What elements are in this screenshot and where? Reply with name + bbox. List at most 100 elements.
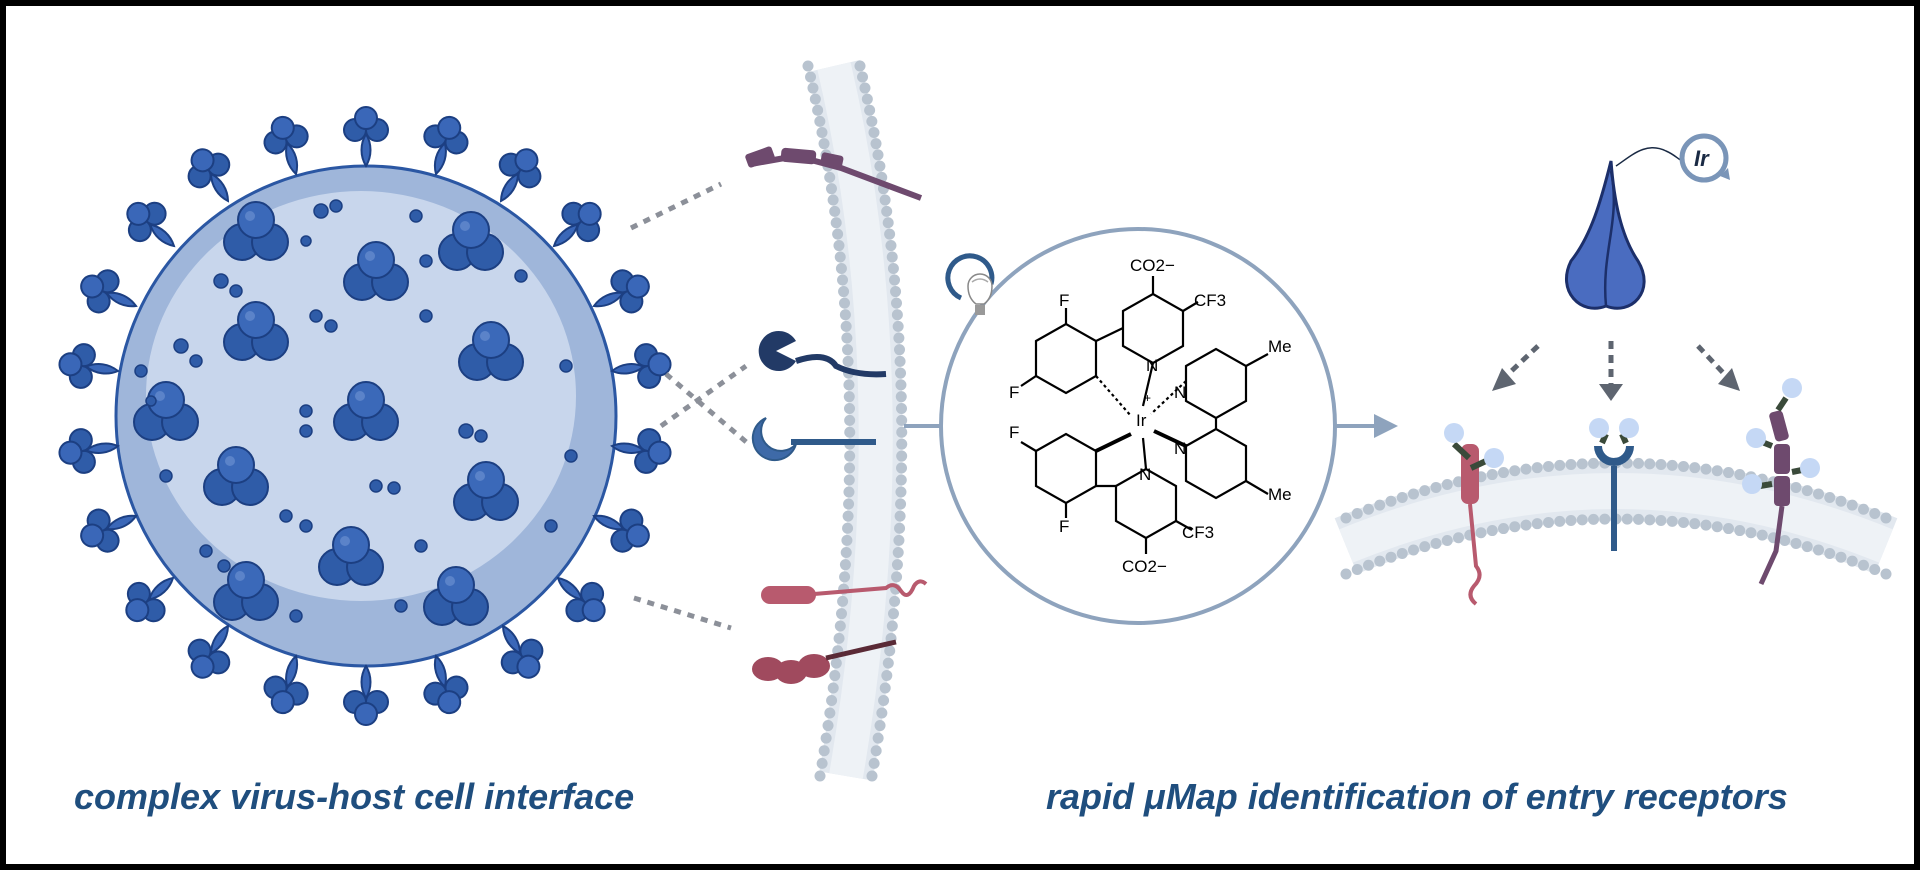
charge-label: + bbox=[1144, 391, 1151, 405]
lipid-head bbox=[837, 595, 849, 607]
lipid-head bbox=[1509, 521, 1521, 533]
lipid-head bbox=[1880, 512, 1892, 524]
lipid-head bbox=[896, 403, 907, 414]
lipid-head bbox=[872, 149, 884, 161]
lipid-head bbox=[888, 608, 900, 620]
lipid-head bbox=[889, 595, 901, 607]
lipid-head bbox=[895, 379, 907, 391]
lipid-head bbox=[1869, 508, 1881, 520]
lipid-head bbox=[890, 286, 902, 298]
lipid-head bbox=[870, 745, 882, 757]
figure-panel: Ir + CO2− CF3 F F F F N N N N Me Me CF3 … bbox=[6, 6, 1914, 864]
cf3-bottom-label: CF3 bbox=[1182, 523, 1214, 542]
lipid-head bbox=[840, 320, 852, 332]
lipid-head bbox=[1835, 551, 1847, 563]
lipid-head bbox=[1801, 541, 1813, 553]
lipid-head bbox=[1711, 465, 1723, 477]
lipid-head bbox=[1486, 469, 1498, 481]
lipid-head bbox=[841, 332, 853, 344]
lipid-head bbox=[879, 682, 891, 694]
lipid-head bbox=[886, 620, 898, 632]
lipid-head bbox=[833, 240, 845, 252]
lipid-head bbox=[878, 695, 890, 706]
lipid-head bbox=[835, 263, 847, 274]
labeled-receptor-pink bbox=[1444, 423, 1504, 606]
lipid-head bbox=[894, 344, 906, 356]
lipid-head bbox=[1554, 515, 1566, 527]
lipid-head bbox=[1475, 527, 1487, 539]
fluoro-label-3: F bbox=[1009, 423, 1019, 442]
lipid-head bbox=[1441, 478, 1453, 490]
lipid-head bbox=[843, 486, 855, 498]
lipid-head bbox=[894, 355, 906, 367]
lipid-head bbox=[1621, 513, 1633, 525]
lipid-head bbox=[886, 251, 898, 263]
iridium-complex-structure bbox=[1020, 276, 1269, 554]
lipid-head bbox=[874, 720, 886, 732]
lipid-head bbox=[1374, 555, 1386, 567]
lipid-head bbox=[830, 657, 842, 669]
lipid-head bbox=[844, 426, 856, 438]
lipid-head bbox=[816, 757, 828, 769]
lipid-head bbox=[885, 240, 897, 252]
lipid-head bbox=[854, 60, 866, 72]
lipid-head bbox=[894, 522, 906, 534]
lipid-head bbox=[1700, 519, 1712, 531]
lipid-head bbox=[1633, 513, 1644, 525]
lipid-head bbox=[1846, 499, 1858, 511]
lipid-head bbox=[824, 171, 836, 183]
lipid-head bbox=[1846, 555, 1858, 567]
lipid-head bbox=[1554, 459, 1566, 471]
lipid-head bbox=[881, 670, 893, 682]
lipid-head bbox=[826, 695, 838, 706]
lipid-head bbox=[891, 571, 903, 583]
lipid-head bbox=[1531, 518, 1543, 530]
lipid-head bbox=[814, 115, 826, 127]
lipid-head bbox=[896, 438, 908, 450]
fluoro-label-4: F bbox=[1059, 517, 1069, 536]
lipid-head bbox=[1678, 516, 1689, 528]
lipid-head bbox=[844, 414, 856, 426]
lipid-head bbox=[859, 82, 871, 94]
lipid-head bbox=[827, 194, 839, 206]
lipid-head bbox=[866, 115, 878, 127]
methyl-label-2: Me bbox=[1268, 485, 1292, 504]
lipid-head bbox=[1543, 460, 1554, 472]
lipid-head bbox=[895, 367, 907, 379]
lipid-head bbox=[1363, 559, 1374, 571]
lipid-head bbox=[1824, 491, 1836, 503]
virus-particle bbox=[55, 106, 675, 726]
lipid-head bbox=[842, 344, 854, 356]
lipid-head bbox=[1700, 463, 1712, 475]
lipid-head bbox=[1419, 541, 1431, 553]
lipid-head bbox=[844, 403, 855, 414]
lipid-head bbox=[868, 127, 880, 138]
lipid-head bbox=[861, 93, 873, 105]
lipid-head bbox=[1576, 514, 1588, 526]
labeled-receptor-blue bbox=[1589, 418, 1639, 551]
figure-canvas: Ir + CO2− CF3 F F F F N N N N Me Me CF3 … bbox=[55, 59, 1898, 782]
lipid-head bbox=[1408, 544, 1419, 556]
iridium-tag-circle bbox=[1679, 133, 1729, 183]
lipid-head bbox=[843, 391, 855, 403]
lipid-head bbox=[807, 82, 819, 94]
lipid-head bbox=[884, 228, 896, 240]
lipid-head bbox=[827, 682, 839, 694]
lipid-head bbox=[893, 534, 905, 546]
lipid-head bbox=[1723, 467, 1734, 479]
lipid-head bbox=[1419, 485, 1431, 497]
catalyst-panel: Ir + CO2− CF3 F F F F N N N N Me Me CF3 … bbox=[939, 227, 1337, 625]
lipid-head bbox=[893, 332, 905, 344]
lipid-head bbox=[842, 355, 854, 367]
labeling-arrows bbox=[1502, 341, 1730, 384]
lipid-head bbox=[843, 474, 855, 486]
light-bulb-icon bbox=[945, 253, 995, 315]
lipid-head bbox=[1835, 495, 1847, 507]
lipid-head bbox=[1666, 515, 1678, 527]
receptor-pink-rod bbox=[761, 579, 928, 604]
lipid-head bbox=[889, 274, 901, 286]
probe-ir-label: Ir bbox=[1694, 146, 1710, 171]
lipid-head bbox=[1543, 516, 1554, 528]
lipid-head bbox=[1633, 457, 1644, 469]
